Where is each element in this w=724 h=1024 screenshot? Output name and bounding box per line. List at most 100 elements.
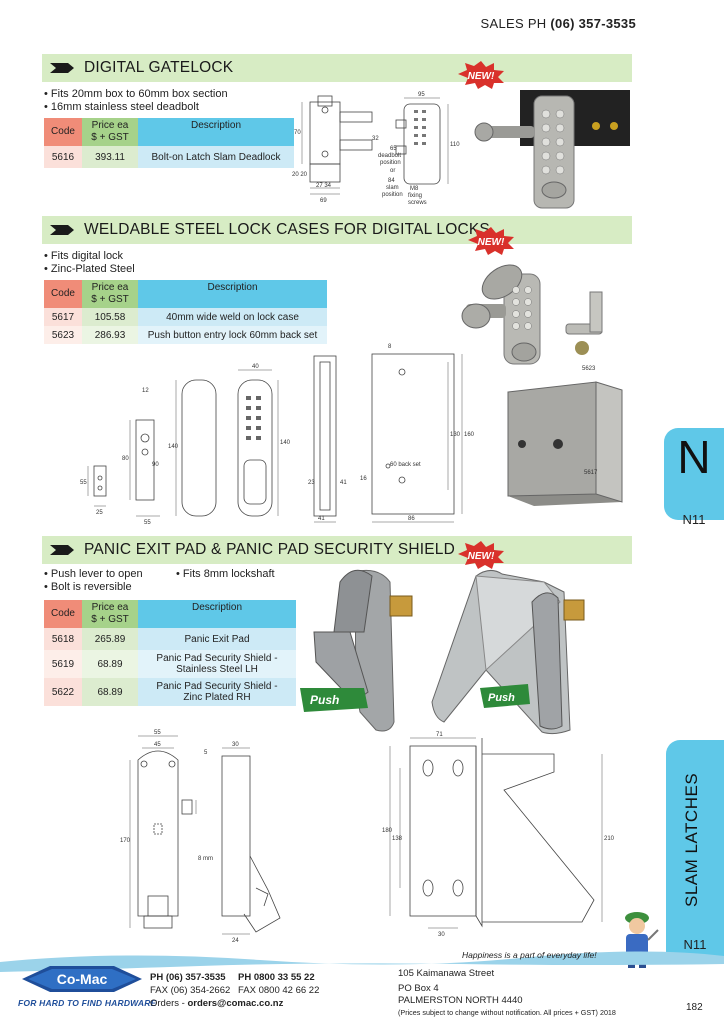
brand-name: Co-Mac bbox=[57, 971, 108, 987]
dim-86: 86 bbox=[408, 516, 415, 522]
dim-80: 80 bbox=[122, 456, 129, 462]
product-table-gatelock: Code Price ea$ + GST Description 5616 39… bbox=[44, 118, 294, 168]
dim-30b: 30 bbox=[438, 932, 445, 938]
panic-pad-product-image: Push Push bbox=[300, 569, 585, 735]
cell-description: Panic Exit Pad bbox=[138, 628, 296, 650]
dim-30: 30 bbox=[232, 742, 239, 748]
table-row: 5616 393.11 Bolt-on Latch Slam Deadlock bbox=[44, 146, 294, 168]
dim-45: 45 bbox=[154, 742, 161, 748]
dim-180: 180 bbox=[382, 828, 393, 834]
dim-84: 84 bbox=[388, 178, 395, 184]
dim-2020: 20 20 bbox=[292, 172, 308, 178]
address-line-2: PO Box 4 bbox=[398, 983, 439, 994]
label-m8: M8 bbox=[410, 186, 419, 192]
table-row: 5623 286.93 Push button entry lock 60mm … bbox=[44, 326, 327, 344]
section-letter: N bbox=[677, 431, 711, 483]
panic-pad-shield-photo: Push bbox=[431, 570, 585, 735]
cell-code: 5623 bbox=[44, 326, 82, 344]
section-bar-panic-exit: PANIC EXIT PAD & PANIC PAD SECURITY SHIE… bbox=[42, 536, 632, 564]
dim-23: 23 bbox=[308, 480, 315, 486]
new-badge-text: NEW! bbox=[478, 237, 505, 248]
cell-price: 393.11 bbox=[82, 146, 138, 168]
dim-170: 170 bbox=[120, 838, 131, 844]
panic-exit-pad-photo: Push bbox=[300, 569, 413, 732]
cell-price: 286.93 bbox=[82, 326, 138, 344]
contact-freefax: FAX 0800 42 66 22 bbox=[238, 985, 320, 996]
label-slam: slam bbox=[386, 185, 399, 191]
happiness-slogan: Happiness is a part of everyday life! bbox=[462, 950, 597, 960]
orders-email-link[interactable]: orders@comac.co.nz bbox=[187, 998, 284, 1009]
label-5623: 5623 bbox=[582, 366, 596, 372]
col-description: Description bbox=[138, 600, 296, 628]
new-badge-text: NEW! bbox=[468, 551, 495, 562]
cell-description: Bolt-on Latch Slam Deadlock bbox=[138, 146, 294, 168]
dim-71: 71 bbox=[436, 732, 443, 738]
cell-code: 5622 bbox=[44, 678, 82, 706]
label-position: position bbox=[380, 160, 401, 166]
new-badge-icon: NEW! bbox=[458, 61, 504, 89]
table-row: 5622 68.89 Panic Pad Security Shield -Zi… bbox=[44, 678, 296, 706]
category-tab bbox=[666, 740, 724, 930]
dim-160: 160 bbox=[464, 432, 475, 438]
section-bar-lock-cases: WELDABLE STEEL LOCK CASES FOR DIGITAL LO… bbox=[42, 216, 632, 244]
gatelock-technical-drawing: 95 110 70 20 20 27 34 69 32 65 deadbolt … bbox=[292, 92, 460, 206]
section-title: WELDABLE STEEL LOCK CASES FOR DIGITAL LO… bbox=[84, 221, 490, 238]
table-header-row: Code Price ea$ + GST Description bbox=[44, 280, 327, 308]
dim-16: 16 bbox=[360, 476, 367, 482]
dim-41: 41 bbox=[340, 480, 347, 486]
dim-32: 32 bbox=[372, 136, 379, 142]
address-line-3: PALMERSTON NORTH 4440 bbox=[398, 995, 523, 1006]
bullet-item: • Zinc-Plated Steel bbox=[44, 263, 135, 275]
comac-logo: Co-Mac bbox=[22, 966, 142, 992]
dim-90: 90 bbox=[152, 462, 159, 468]
cell-price: 68.89 bbox=[82, 650, 138, 678]
footer-wave bbox=[0, 951, 724, 972]
sales-phone: (06) 357-3535 bbox=[550, 16, 636, 31]
arrow-chevron-icon bbox=[50, 545, 74, 555]
arrow-chevron-icon bbox=[50, 63, 74, 73]
contact-freephone: PH 0800 33 55 22 bbox=[238, 972, 315, 983]
contact-phone: PH (06) 357-3535 bbox=[150, 972, 226, 983]
dim-55: 55 bbox=[80, 480, 87, 486]
dim-70: 70 bbox=[294, 130, 301, 136]
col-price: Price ea$ + GST bbox=[82, 600, 138, 628]
label-backset: 60 back set bbox=[390, 462, 421, 468]
label-fixing: fixing bbox=[408, 193, 422, 199]
gatelock-product-image bbox=[474, 90, 630, 209]
bullet-item: • Fits digital lock bbox=[44, 250, 124, 262]
cell-price: 105.58 bbox=[82, 308, 138, 326]
table-header-row: Code Price ea$ + GST Description bbox=[44, 118, 294, 146]
brand-tagline: FOR HARD TO FIND HARDWARE bbox=[18, 998, 157, 1008]
dim-210: 210 bbox=[604, 836, 615, 842]
dim-41b: 41 bbox=[318, 516, 325, 522]
label-position-2: position bbox=[382, 192, 403, 198]
table-row: 5617 105.58 40mm wide weld on lock case bbox=[44, 308, 327, 326]
cell-code: 5619 bbox=[44, 650, 82, 678]
bottom-page-code: N11 bbox=[683, 937, 707, 952]
dim-40: 40 bbox=[252, 364, 259, 370]
page-number: 182 bbox=[686, 1002, 703, 1013]
lock-case-5617-image: 5617 bbox=[507, 381, 623, 506]
dim-138: 138 bbox=[392, 836, 403, 842]
cell-price: 265.89 bbox=[82, 628, 138, 650]
product-table-lock-cases: Code Price ea$ + GST Description 5617 10… bbox=[44, 280, 327, 344]
label-8mm: 8 mm bbox=[198, 856, 213, 862]
sales-phone-header: SALES PH (06) 357-3535 bbox=[481, 16, 636, 31]
col-code: Code bbox=[44, 280, 82, 308]
col-description: Description bbox=[138, 118, 294, 146]
col-description: Description bbox=[138, 280, 327, 308]
bullet-item: • Bolt is reversible bbox=[44, 581, 132, 593]
contact-orders: Orders - orders@comac.co.nz bbox=[150, 998, 284, 1009]
cell-code: 5617 bbox=[44, 308, 82, 326]
dim-8: 8 bbox=[388, 344, 392, 350]
cell-description: Panic Pad Security Shield -Zinc Plated R… bbox=[138, 678, 296, 706]
label-or: or bbox=[390, 168, 395, 174]
dim-110: 110 bbox=[450, 142, 460, 148]
price-note: (Prices subject to change without notifi… bbox=[398, 1008, 616, 1017]
section-bar-digital-gatelock: DIGITAL GATELOCK bbox=[42, 54, 632, 82]
bullet-item: • Push lever to open• Fits 8mm lockshaft bbox=[44, 568, 275, 580]
section-title: PANIC EXIT PAD & PANIC PAD SECURITY SHIE… bbox=[84, 541, 456, 558]
address-line-1: 105 Kaimanawa Street bbox=[398, 968, 495, 979]
panic-exit-pad-technical-drawing: 55 45 5 30 170 8 mm 24 bbox=[120, 730, 281, 944]
cell-description: Panic Pad Security Shield -Stainless Ste… bbox=[138, 650, 296, 678]
